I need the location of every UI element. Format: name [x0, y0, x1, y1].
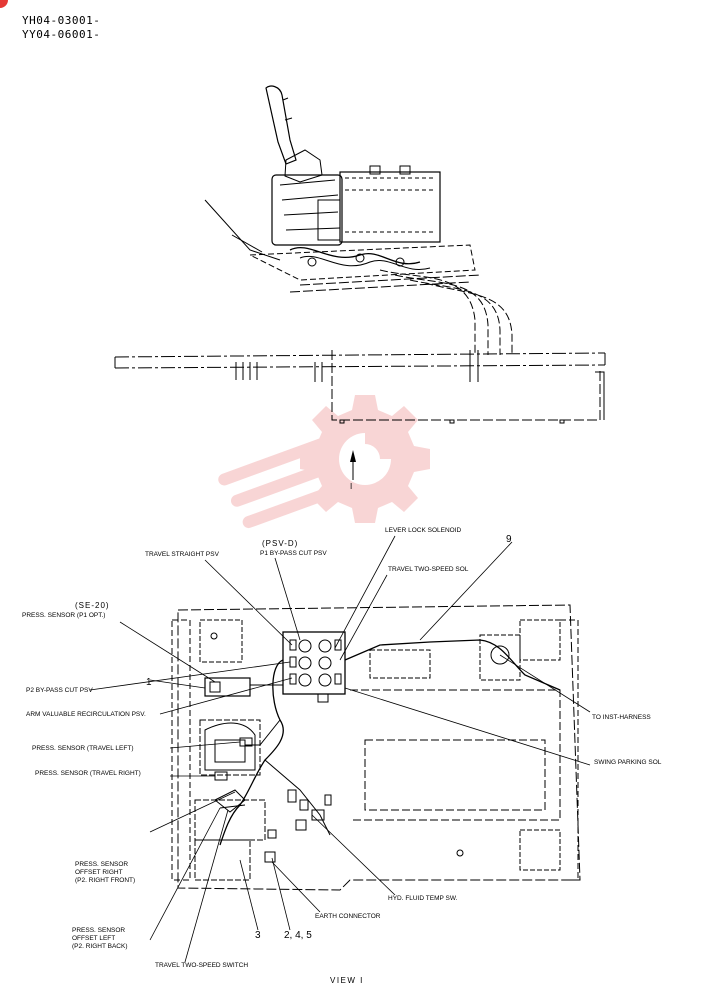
- callout-9: 9: [506, 534, 512, 545]
- label-offset-left-line-3: (P2. RIGHT BACK): [72, 943, 128, 950]
- label-p2-bypass-cut-psv: P2 BY-PASS CUT PSV: [26, 687, 93, 694]
- label-hyd-fluid-temp-sw: HYD. FLUID TEMP SW.: [388, 895, 458, 902]
- corner-mark: [0, 0, 8, 8]
- label-arm-valuable-recirc-psv: ARM VALUABLE RECIRCULATION PSV.: [26, 711, 146, 718]
- watermark-logo: [218, 395, 430, 529]
- serial-range-1: YH04-03001-: [22, 14, 101, 27]
- label-press-sensor-p1-opt: PRESS. SENSOR (P1 OPT.): [22, 612, 105, 619]
- leader-lines: [89, 535, 591, 963]
- view-pointer-arrow: [350, 450, 356, 480]
- label-offset-right-line-3: (P2. RIGHT FRONT): [75, 877, 135, 884]
- label-press-sensor-travel-right: PRESS. SENSOR (TRAVEL RIGHT): [35, 770, 141, 777]
- view-pointer-label: I: [350, 482, 352, 491]
- label-psv-d: (PSV-D): [262, 539, 298, 548]
- label-travel-straight-psv: TRAVEL STRAIGHT PSV: [145, 551, 220, 558]
- serial-range-2: YY04-06001-: [22, 28, 101, 41]
- label-travel-two-speed-switch: TRAVEL TWO-SPEED SWITCH: [155, 962, 248, 969]
- label-se20: (SE-20): [75, 601, 110, 610]
- callout-3: 3: [255, 930, 261, 941]
- callout-1: 1: [146, 677, 152, 688]
- label-lever-lock-solenoid: LEVER LOCK SOLENOID: [385, 527, 462, 534]
- label-offset-left-line-2: OFFSET LEFT: [72, 935, 115, 942]
- label-travel-two-speed-sol: TRAVEL TWO-SPEED SOL: [388, 566, 469, 573]
- label-swing-parking-sol: SWING PARKING SOL: [594, 759, 662, 766]
- upper-side-view: [114, 85, 606, 424]
- view-label: VIEW I: [330, 976, 364, 985]
- callout-2-4-5: 2, 4, 5: [284, 930, 312, 941]
- label-earth-connector: EARTH CONNECTOR: [315, 913, 381, 920]
- label-press-sensor-travel-left: PRESS. SENSOR (TRAVEL LEFT): [32, 745, 134, 752]
- label-to-inst-harness: TO INST-HARNESS: [592, 714, 651, 721]
- label-offset-right-line-2: OFFSET RIGHT: [75, 869, 123, 876]
- label-p1-bypass-cut-psv: P1 BY-PASS CUT PSV: [260, 550, 327, 557]
- label-offset-right-line-1: PRESS. SENSOR: [75, 861, 128, 868]
- label-offset-left-line-1: PRESS. SENSOR: [72, 927, 125, 934]
- floor-plate-plan: [171, 604, 581, 891]
